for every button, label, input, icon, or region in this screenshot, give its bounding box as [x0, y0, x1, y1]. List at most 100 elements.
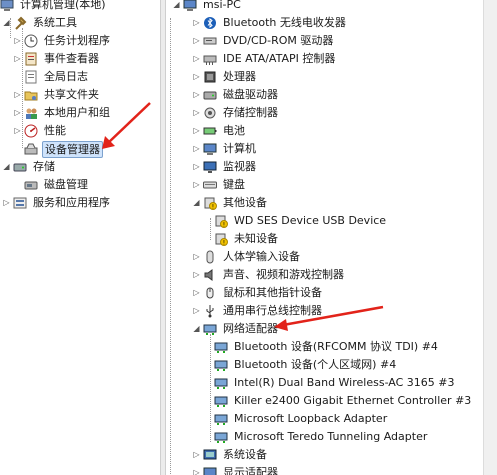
expand-arrow-icon[interactable]: ▷ [193, 252, 200, 261]
shared-folders-label: 共享文件夹 [44, 88, 99, 101]
expand-arrow-icon[interactable]: ▷ [193, 270, 200, 279]
expand-arrow-icon[interactable]: ▷ [193, 144, 200, 153]
tree-item-category-0[interactable]: ▷Bluetooth 无线电收发器 [192, 14, 348, 32]
expand-arrow-icon[interactable]: ▷ [193, 36, 200, 45]
usb-icon [203, 304, 217, 318]
ide-controller-icon [203, 52, 217, 66]
services-apps-label: 服务和应用程序 [33, 196, 110, 209]
svg-text:!: ! [223, 222, 225, 229]
tree-item-device-manager[interactable]: 设备管理器 [24, 140, 103, 158]
bluetooth-icon [203, 16, 217, 30]
tree-item-task-scheduler[interactable]: ▷ 任务计划程序 [13, 32, 112, 50]
tree-item-disk-management[interactable]: 磁盘管理 [24, 176, 90, 194]
tree-item-storage[interactable]: ◢ 存储 [2, 158, 57, 176]
tree-item-network-adapter-0[interactable]: Bluetooth 设备(RFCOMM 协议 TDI) #4 [214, 338, 440, 356]
computer-icon [203, 142, 217, 156]
tree-item-network-adapter-4[interactable]: Microsoft Loopback Adapter [214, 410, 389, 428]
tree-item-event-viewer[interactable]: ▷ 事件查看器 [13, 50, 101, 68]
tree-item-category-6[interactable]: ▷ 电池 [192, 122, 247, 140]
tree-item-category-3[interactable]: ▷处理器 [192, 68, 258, 86]
tree-item-other-device-1[interactable]: !未知设备 [214, 230, 280, 248]
vertical-scrollbar[interactable] [483, 0, 497, 475]
expand-arrow-icon[interactable]: ▷ [14, 126, 21, 135]
tree-item-category2-1[interactable]: ▷声音、视频和游戏控制器 [192, 266, 346, 284]
tree-item-shared-folders[interactable]: ▷ 共享文件夹 [13, 86, 101, 104]
tree-item-other-devices[interactable]: ◢ ! 其他设备 [192, 194, 269, 212]
computer-management-icon [0, 0, 14, 12]
device-manager-label: 设备管理器 [42, 140, 103, 158]
tree-item-performance[interactable]: ▷ 性能 [13, 122, 68, 140]
performance-icon [24, 124, 38, 138]
expand-arrow-icon[interactable]: ▷ [193, 180, 200, 189]
tree-item-network-adapter-2-label: Intel(R) Dual Band Wireless-AC 3165 #3 [234, 376, 455, 389]
tree-item-category2-0[interactable]: ▷人体学输入设备 [192, 248, 302, 266]
tree-item-category-5-label: 存储控制器 [223, 106, 278, 119]
pane-splitter[interactable] [160, 0, 166, 475]
tree-item-network-adapter-3[interactable]: Killer e2400 Gigabit Ethernet Controller… [214, 392, 473, 410]
expand-arrow-icon[interactable]: ▷ [193, 54, 200, 63]
tree-item-system-devices[interactable]: ▷ 系统设备 [192, 446, 269, 464]
tree-item-system-tools[interactable]: ◢ 系统工具 [2, 14, 79, 32]
tree-item-category-1[interactable]: ▷DVD/CD-ROM 驱动器 [192, 32, 335, 50]
tree-item-network-adapter-5[interactable]: Microsoft Teredo Tunneling Adapter [214, 428, 429, 446]
network-adapters-label: 网络适配器 [223, 322, 278, 335]
tree-item-category-4[interactable]: ▷ 磁盘驱动器 [192, 86, 280, 104]
system-devices-label: 系统设备 [223, 448, 267, 461]
performance-label: 性能 [44, 124, 66, 137]
svg-text:!: ! [212, 204, 214, 211]
expand-arrow-icon[interactable]: ▷ [193, 468, 200, 475]
tree-item-other-device-0[interactable]: !WD SES Device USB Device [214, 212, 388, 230]
tree-item-category-7[interactable]: ▷计算机 [192, 140, 258, 158]
sound-icon [203, 268, 217, 282]
expand-arrow-icon[interactable]: ▷ [3, 198, 10, 207]
device-tree-pane: ◢ msi-PC ▷Bluetooth 无线电收发器▷DVD/CD-ROM 驱动… [166, 0, 483, 475]
expand-arrow-icon[interactable]: ▷ [193, 288, 200, 297]
expand-arrow-icon[interactable]: ▷ [193, 306, 200, 315]
expand-arrow-icon[interactable]: ▷ [193, 126, 200, 135]
local-users-label: 本地用户和组 [44, 106, 110, 119]
expand-arrow-icon[interactable]: ▷ [193, 72, 200, 81]
network-adapter-icon [214, 376, 228, 390]
tree-item-network-adapter-5-label: Microsoft Teredo Tunneling Adapter [234, 430, 428, 443]
expand-arrow-icon[interactable]: ▷ [193, 450, 200, 459]
expand-arrow-icon[interactable]: ▷ [193, 18, 200, 27]
collapse-arrow-icon[interactable]: ◢ [193, 324, 200, 333]
hid-icon [203, 250, 217, 264]
clock-icon [24, 34, 38, 48]
network-adapter-icon [203, 322, 217, 336]
collapse-arrow-icon[interactable]: ◢ [193, 198, 200, 207]
tree-item-computer-root[interactable]: ◢ msi-PC [172, 0, 243, 14]
tree-item-network-adapter-3-label: Killer e2400 Gigabit Ethernet Controller… [234, 394, 472, 407]
tree-item-global-log[interactable]: 全局日志 [24, 68, 90, 86]
tree-item-services-apps[interactable]: ▷ 服务和应用程序 [2, 194, 112, 212]
tree-item-network-adapter-1[interactable]: Bluetooth 设备(个人区域网) #4 [214, 356, 398, 374]
tree-item-category2-2[interactable]: ▷鼠标和其他指针设备 [192, 284, 324, 302]
expand-arrow-icon[interactable]: ▷ [193, 162, 200, 171]
tree-item-network-adapters[interactable]: ◢ 网络适配器 [192, 320, 280, 338]
tree-item-display-adapters[interactable]: ▷ 显示适配器 [192, 464, 280, 475]
tree-root-computer-management[interactable]: 计算机管理(本地) [0, 0, 108, 14]
expand-arrow-icon[interactable]: ▷ [14, 90, 21, 99]
tree-item-category-2[interactable]: ▷IDE ATA/ATAPI 控制器 [192, 50, 337, 68]
system-tools-icon [13, 16, 27, 30]
tree-item-category2-3[interactable]: ▷通用串行总线控制器 [192, 302, 324, 320]
tree-item-category-6-label: 电池 [223, 124, 245, 137]
tree-item-category-9[interactable]: ▷键盘 [192, 176, 247, 194]
shared-folder-icon [24, 88, 38, 102]
expand-arrow-icon[interactable]: ▷ [193, 108, 200, 117]
expand-arrow-icon[interactable]: ▷ [193, 90, 200, 99]
collapse-arrow-icon[interactable]: ◢ [3, 18, 10, 27]
collapse-arrow-icon[interactable]: ◢ [173, 0, 180, 9]
other-devices-label: 其他设备 [223, 196, 267, 209]
expand-arrow-icon[interactable]: ▷ [14, 54, 21, 63]
tree-item-network-adapter-2[interactable]: Intel(R) Dual Band Wireless-AC 3165 #3 [214, 374, 457, 392]
expand-arrow-icon[interactable]: ▷ [14, 108, 21, 117]
system-tools-label: 系统工具 [33, 16, 77, 29]
tree-item-category-8[interactable]: ▷监视器 [192, 158, 258, 176]
tree-item-category-4-label: 磁盘驱动器 [223, 88, 278, 101]
tree-item-category-5[interactable]: ▷ 存储控制器 [192, 104, 280, 122]
tree-item-local-users[interactable]: ▷ 本地用户和组 [13, 104, 112, 122]
display-adapter-icon [203, 466, 217, 475]
collapse-arrow-icon[interactable]: ◢ [3, 162, 10, 171]
expand-arrow-icon[interactable]: ▷ [14, 36, 21, 45]
